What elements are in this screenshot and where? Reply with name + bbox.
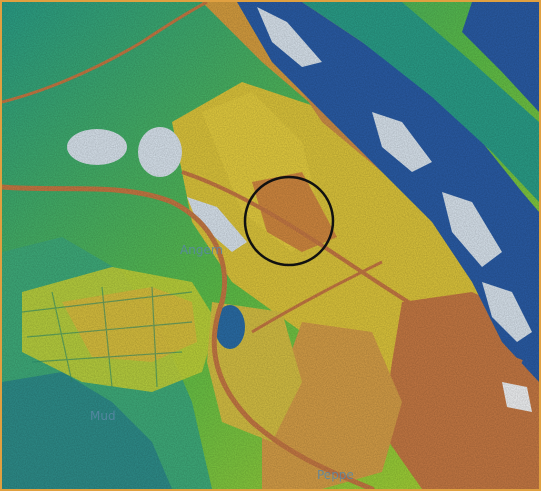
place-label-angern: Angern (180, 243, 223, 257)
place-label-mud: Mud (90, 409, 116, 423)
marker-circle[interactable] (243, 175, 335, 267)
place-label-peppe: Peppe (317, 468, 354, 482)
